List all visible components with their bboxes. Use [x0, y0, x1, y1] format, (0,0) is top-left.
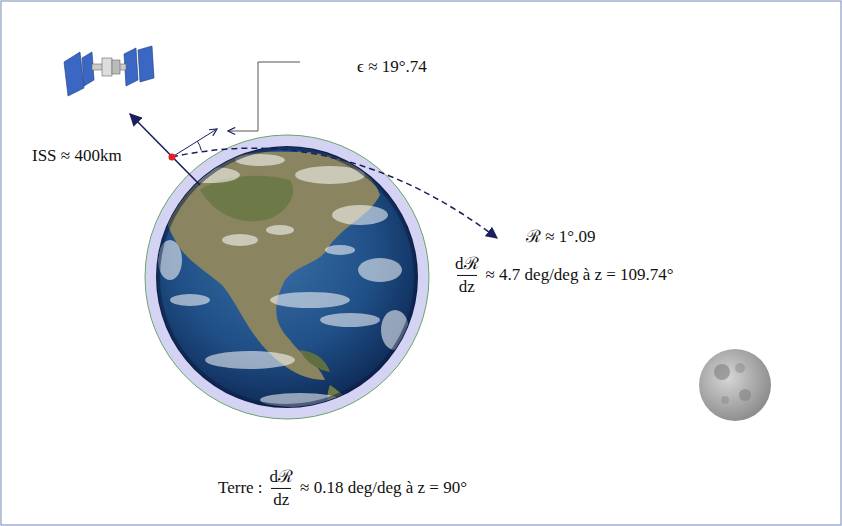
label-text: ISS ≈ 400km [32, 146, 122, 166]
label-text: ℛ ≈ 1°.09 [526, 227, 595, 247]
atmosphere [145, 135, 429, 419]
fraction-numerator: dℛ [268, 467, 296, 488]
refraction-label: ℛ ≈ 1°.09 [526, 227, 595, 247]
label-text: ϵ ≈ 19°.74 [357, 57, 427, 77]
moon [699, 349, 771, 421]
fraction-numerator: dℛ [453, 254, 481, 275]
angle-label: ϵ ≈ 19°.74 [357, 57, 427, 77]
altitude-label: ISS ≈ 400km [32, 146, 122, 166]
label-text: ≈ 0.18 deg/deg à z = 90° [300, 478, 467, 498]
iss-icon [64, 46, 154, 96]
refracted-ray [172, 148, 497, 238]
observer-dot [169, 154, 176, 161]
earth-rim [156, 146, 418, 408]
derivative-label: dℛdz≈ 4.7 deg/deg à z = 109.74° [448, 254, 674, 296]
fraction-denominator: dz [271, 488, 291, 510]
earth [157, 147, 417, 425]
leader-line [228, 62, 300, 131]
fraction: dℛdz [453, 254, 481, 296]
label-text: ≈ 4.7 deg/deg à z = 109.74° [486, 265, 674, 285]
earth-derivative-label: Terre :dℛdz≈ 0.18 deg/deg à z = 90° [218, 467, 467, 509]
fraction-denominator: dz [457, 275, 477, 297]
angle-arc [197, 141, 201, 151]
zenith-arrow [130, 114, 200, 185]
fraction: dℛdz [268, 467, 296, 509]
label-text: Terre : [218, 478, 263, 498]
